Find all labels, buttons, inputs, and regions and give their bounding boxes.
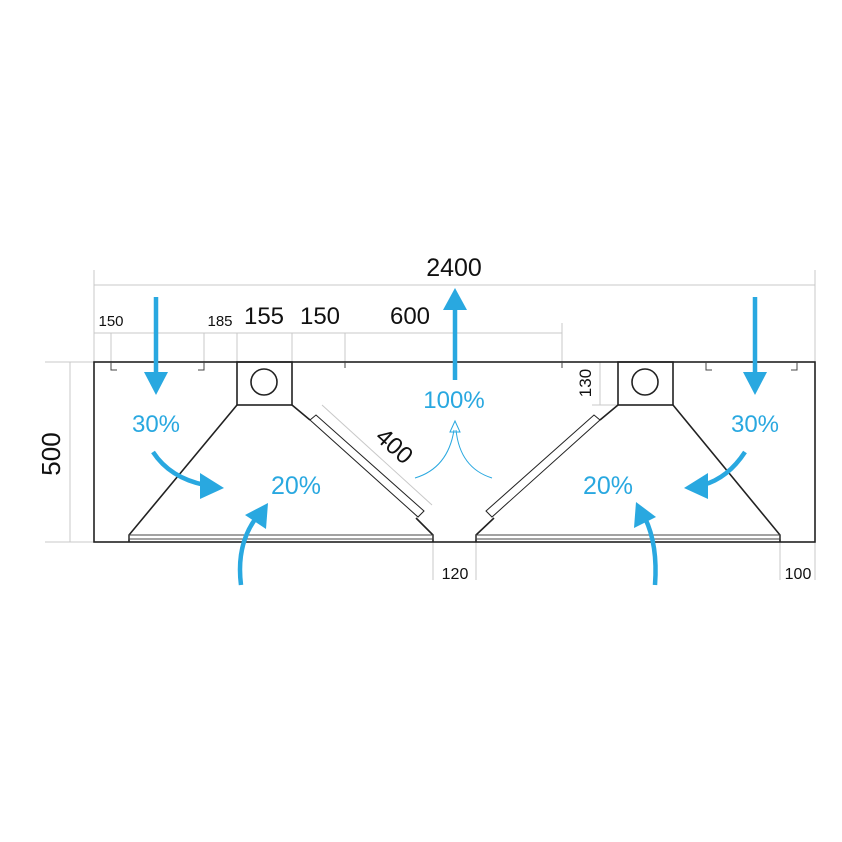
dim-collar-height: 130 xyxy=(576,369,595,397)
left-curved-arrow xyxy=(151,450,206,488)
right-filter xyxy=(485,414,601,518)
hood-body xyxy=(93,361,816,543)
label-supply-right: 30% xyxy=(731,411,779,438)
dim-edge-left: 150 xyxy=(98,313,123,330)
dim-offset-185: 185 xyxy=(207,313,232,330)
dim-center-span: 600 xyxy=(390,303,430,330)
left-exhaust-collar xyxy=(236,361,293,406)
exhaust-arrowhead xyxy=(443,288,467,310)
right-induced-arrow xyxy=(642,517,658,586)
dim-height: 500 xyxy=(36,432,66,475)
label-exhaust-center: 100% xyxy=(423,387,484,414)
dim-filter-length: 400 xyxy=(370,423,418,470)
right-exhaust-collar xyxy=(617,361,674,406)
left-duct-circle xyxy=(250,368,278,396)
dim-edge-right: 100 xyxy=(785,566,812,583)
right-duct-circle xyxy=(631,368,659,396)
airflow-arrows xyxy=(144,288,767,586)
dimension-lines xyxy=(45,270,816,580)
left-induced-arrow xyxy=(237,516,258,586)
dim-collar-width: 155 xyxy=(244,303,284,330)
label-induced-left: 20% xyxy=(271,472,321,500)
dim-center-gap: 120 xyxy=(442,566,469,583)
right-curved-arrow xyxy=(702,450,747,488)
label-supply-left: 30% xyxy=(132,411,180,438)
center-flow-left xyxy=(414,429,455,479)
grease-filters xyxy=(309,414,601,518)
center-flow-right xyxy=(455,429,493,479)
dim-gap-150: 150 xyxy=(300,303,340,330)
dim-total-width: 2400 xyxy=(426,254,482,282)
airflow-labels: 100% 30% 30% 20% 20% xyxy=(132,387,779,500)
label-induced-right: 20% xyxy=(583,472,633,500)
left-filter xyxy=(309,414,425,518)
